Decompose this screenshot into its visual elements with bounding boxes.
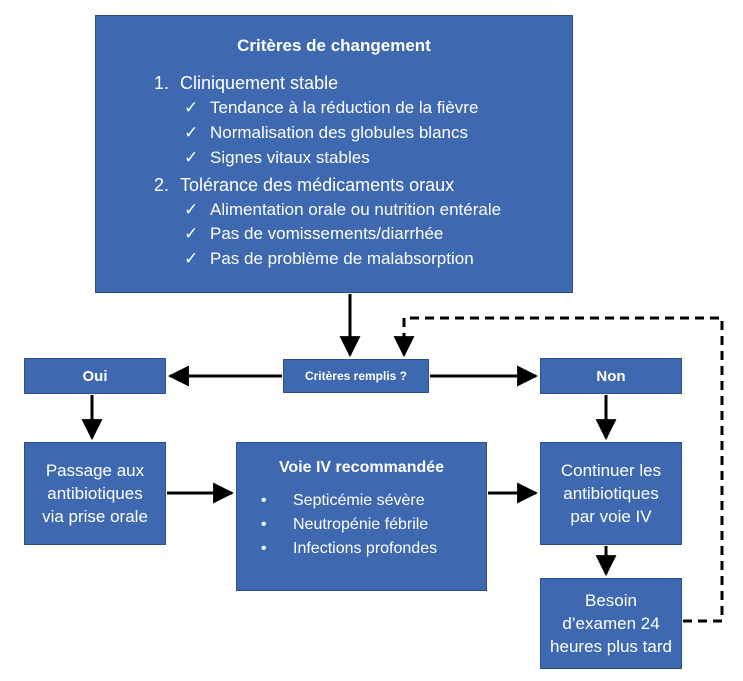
reassess-box: Besoin d’examen 24 heures plus tard	[540, 578, 682, 669]
yes-box: Oui	[24, 358, 166, 394]
iv-recommended-box: Voie IV recommandée •Septicémie sévère •…	[236, 442, 487, 591]
decision-box: Critères remplis ?	[283, 359, 429, 393]
check-item: ✓Tendance à la réduction de la fièvre	[184, 98, 479, 117]
check-item: ✓Pas de vomissements/diarrhée	[184, 224, 444, 243]
check-icon: ✓	[184, 224, 199, 243]
check-icon: ✓	[184, 148, 199, 167]
section-number: 1.	[154, 73, 170, 93]
section-stable: 1. Cliniquement stable	[154, 73, 338, 94]
section-label: Cliniquement stable	[180, 73, 339, 93]
check-item: ✓Pas de problème de malabsorption	[184, 249, 474, 268]
check-icon: ✓	[184, 249, 199, 268]
dashed-loop-reassess-to-question	[393, 316, 724, 623]
check-icon: ✓	[184, 200, 199, 219]
check-item: ✓Signes vitaux stables	[184, 148, 370, 167]
section-number: 2.	[154, 175, 170, 195]
criteria-title: Critères de changement	[237, 36, 431, 55]
criteria-box: Critères de changement 1. Cliniquement st…	[95, 15, 573, 293]
check-icon: ✓	[184, 123, 199, 142]
check-item: ✓Alimentation orale ou nutrition entéral…	[184, 200, 502, 219]
bullet-icon: •	[261, 492, 267, 509]
section-oral-tolerance: 2. Tolérance des médicaments oraux	[154, 175, 454, 196]
section-label: Tolérance des médicaments oraux	[180, 175, 455, 195]
oral-switch-box: Passage aux antibiotiques via prise oral…	[24, 442, 166, 545]
check-icon: ✓	[184, 98, 199, 117]
iv-title: Voie IV recommandée	[278, 459, 445, 476]
bullet-icon: •	[261, 516, 267, 533]
continue-iv-box: Continuer les antibiotiques par voie IV	[540, 442, 682, 545]
bullet-item: •Septicémie sévère	[261, 492, 425, 509]
bullet-item: •Infections profondes	[261, 540, 438, 557]
no-box: Non	[540, 358, 682, 394]
check-item: ✓Normalisation des globules blancs	[184, 123, 468, 142]
bullet-icon: •	[261, 540, 267, 557]
bullet-item: •Neutropénie fébrile	[261, 516, 429, 533]
